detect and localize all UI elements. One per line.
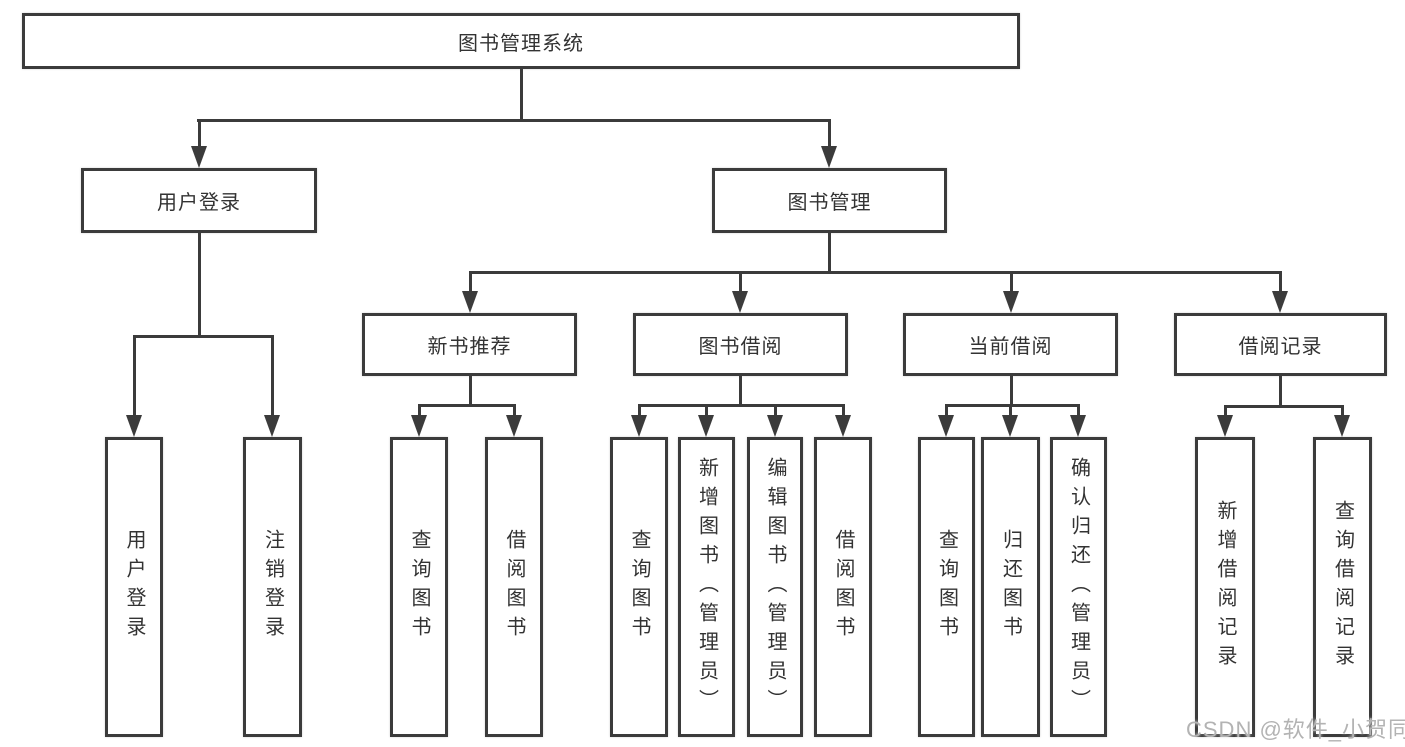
arrowhead-borrow-records-icon — [1272, 291, 1288, 313]
leaf-return-book-label: 归还图书 — [999, 529, 1022, 645]
connector-drop-current-borrow — [1010, 271, 1013, 293]
connector-drop-logout — [271, 335, 274, 416]
leaf-rec-borrow-book: 借阅图书 — [485, 437, 543, 737]
leaf-confirm-return-admin-label: 确认归还（管理员） — [1067, 456, 1090, 718]
leaf-borrow-query-book-label: 查询图书 — [628, 529, 650, 645]
arrowhead-login-icon — [126, 415, 142, 437]
connector-drop-b1 — [418, 404, 421, 416]
arrowhead-d1-icon — [938, 415, 954, 437]
arrowhead-d3-icon — [1070, 415, 1086, 437]
arrowhead-new-book-rec-icon — [462, 291, 478, 313]
leaf-rec-query-book-label: 查询图书 — [408, 529, 430, 645]
connector-book-borrow-stem — [739, 376, 742, 406]
leaf-logout: 注销登录 — [243, 437, 302, 737]
connector-drop-c4 — [842, 404, 845, 416]
leaf-confirm-return-admin: 确认归还（管理员） — [1050, 437, 1107, 737]
arrowhead-c4-icon — [835, 415, 851, 437]
connector-drop-book-mgmt — [828, 119, 831, 148]
arrowhead-d2-icon — [1002, 415, 1018, 437]
leaf-borrow-query-book: 查询图书 — [610, 437, 668, 737]
arrowhead-e2-icon — [1334, 415, 1350, 437]
arrowhead-b1-icon — [411, 415, 427, 437]
connector-drop-book-borrow — [739, 271, 742, 293]
leaf-borrow-borrow-book-label: 借阅图书 — [832, 529, 854, 645]
arrowhead-user-login-icon — [191, 146, 207, 168]
leaf-user-login: 用户登录 — [105, 437, 163, 737]
arrowhead-current-borrow-icon — [1003, 291, 1019, 313]
leaf-add-borrow-record: 新增借阅记录 — [1195, 437, 1255, 737]
arrowhead-c1-icon — [631, 415, 647, 437]
connector-new-book-rec-branch — [418, 404, 516, 407]
leaf-rec-query-book: 查询图书 — [390, 437, 448, 737]
arrowhead-c2-icon — [698, 415, 714, 437]
connector-drop-d1 — [945, 404, 948, 416]
leaf-rec-borrow-book-label: 借阅图书 — [503, 529, 525, 645]
leaf-return-book: 归还图书 — [981, 437, 1040, 737]
leaf-add-book-admin: 新增图书（管理员） — [678, 437, 735, 737]
connector-borrow-records-branch — [1224, 405, 1344, 408]
connector-user-login-branch — [133, 335, 274, 338]
connector-drop-d2 — [1009, 404, 1012, 416]
connector-drop-login — [133, 335, 136, 416]
leaf-logout-label: 注销登录 — [261, 529, 284, 645]
connector-borrow-records-stem — [1279, 376, 1282, 407]
connector-book-mgmt-branch — [469, 271, 1282, 274]
arrowhead-b2-icon — [506, 415, 522, 437]
connector-drop-borrow-records — [1279, 271, 1282, 293]
arrowhead-logout-icon — [264, 415, 280, 437]
connector-new-book-rec-stem — [469, 376, 472, 406]
node-book-mgmt: 图书管理 — [712, 168, 947, 233]
connector-drop-e2 — [1341, 405, 1344, 416]
connector-book-mgmt-stem — [828, 233, 831, 273]
connector-book-borrow-branch — [638, 404, 845, 407]
node-borrow-records: 借阅记录 — [1174, 313, 1387, 376]
leaf-edit-book-admin: 编辑图书（管理员） — [747, 437, 803, 737]
arrowhead-book-mgmt-icon — [821, 146, 837, 168]
leaf-borrow-borrow-book: 借阅图书 — [814, 437, 872, 737]
arrowhead-e1-icon — [1217, 415, 1233, 437]
node-current-borrow: 当前借阅 — [903, 313, 1118, 376]
connector-drop-c2 — [705, 404, 708, 416]
connector-drop-new-book-rec — [469, 271, 472, 293]
leaf-query-borrow-record: 查询借阅记录 — [1313, 437, 1372, 737]
connector-root-branch — [197, 119, 831, 122]
connector-current-borrow-stem — [1010, 376, 1013, 406]
node-root: 图书管理系统 — [22, 13, 1020, 69]
connector-root-stem — [520, 69, 523, 122]
leaf-current-query-book: 查询图书 — [918, 437, 975, 737]
arrowhead-c3-icon — [767, 415, 783, 437]
arrowhead-book-borrow-icon — [732, 291, 748, 313]
connector-drop-b2 — [513, 404, 516, 416]
watermark: CSDN @软件_小贺同学 — [1186, 717, 1405, 742]
connector-drop-e1 — [1224, 405, 1227, 416]
connector-drop-c3 — [774, 404, 777, 416]
node-book-borrow: 图书借阅 — [633, 313, 848, 376]
leaf-edit-book-admin-label: 编辑图书（管理员） — [764, 456, 786, 718]
connector-drop-d3 — [1077, 404, 1080, 416]
leaf-current-query-book-label: 查询图书 — [935, 529, 958, 645]
connector-drop-user-login — [198, 119, 201, 148]
connector-user-login-stem — [198, 233, 201, 337]
node-new-book-rec: 新书推荐 — [362, 313, 577, 376]
connector-drop-c1 — [638, 404, 641, 416]
leaf-query-borrow-record-label: 查询借阅记录 — [1331, 500, 1354, 674]
leaf-user-login-label: 用户登录 — [123, 529, 145, 645]
node-user-login: 用户登录 — [81, 168, 317, 233]
connector-current-borrow-branch — [945, 404, 1080, 407]
leaf-add-book-admin-label: 新增图书（管理员） — [695, 456, 718, 718]
leaf-add-borrow-record-label: 新增借阅记录 — [1214, 500, 1236, 674]
